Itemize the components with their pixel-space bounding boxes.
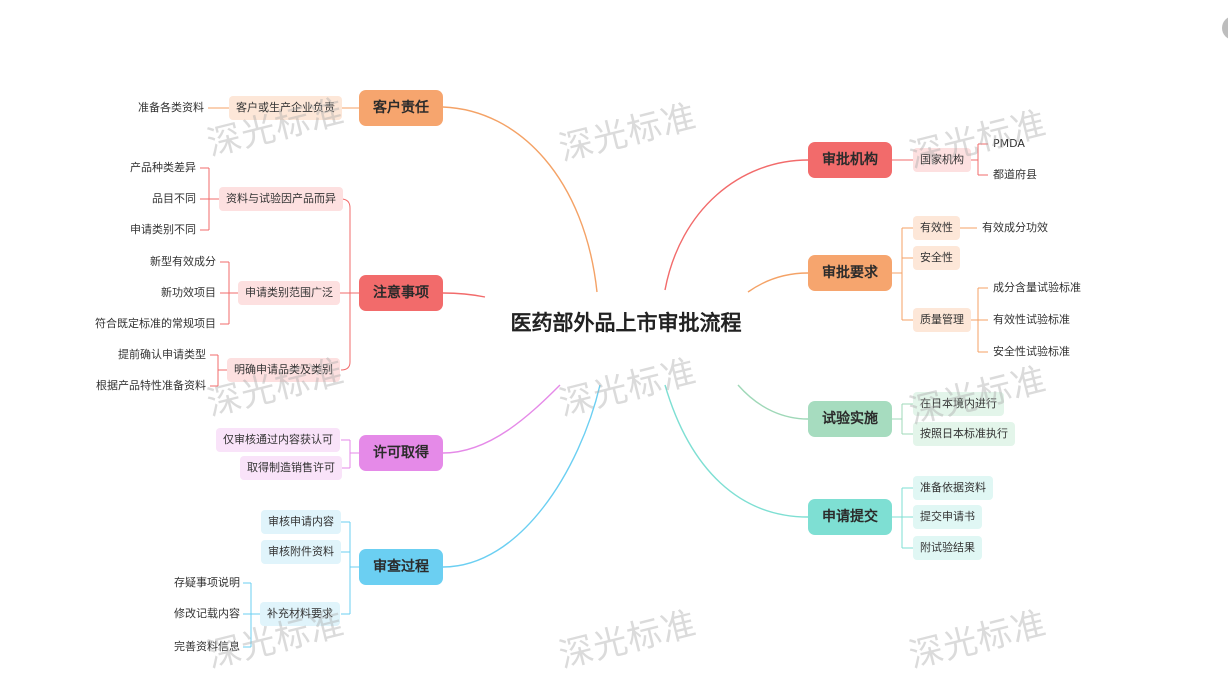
leaf-new-efficacy[interactable]: 新功效项目 xyxy=(161,286,216,299)
subnode-category-range[interactable]: 申请类别范围广泛 xyxy=(238,281,340,305)
subnode-japan-standard[interactable]: 按照日本标准执行 xyxy=(913,422,1015,446)
leaf-complete-info[interactable]: 完善资料信息 xyxy=(174,640,240,653)
node-submit-application[interactable]: 申请提交 xyxy=(808,499,892,535)
branch-notes xyxy=(442,292,486,298)
leaf-pmda[interactable]: PMDA xyxy=(993,137,1025,150)
leaf-prefecture[interactable]: 都道府县 xyxy=(993,168,1037,181)
subnode-obtain-license[interactable]: 取得制造销售许可 xyxy=(240,456,342,480)
leaf-new-ingredient[interactable]: 新型有效成分 xyxy=(150,255,216,268)
leaf-prepare-by-feature[interactable]: 根据产品特性准备资料 xyxy=(96,379,206,392)
subnode-submit-form[interactable]: 提交申请书 xyxy=(913,505,982,529)
leaf-prepare-materials[interactable]: 准备各类资料 xyxy=(138,101,204,114)
subnode-prepare-basis[interactable]: 准备依据资料 xyxy=(913,476,993,500)
leaf-standard-items[interactable]: 符合既定标准的常规项目 xyxy=(95,317,216,330)
subnode-materials-vary[interactable]: 资料与试验因产品而异 xyxy=(219,187,343,211)
leaf-explain-doubts[interactable]: 存疑事项说明 xyxy=(174,576,240,589)
subnode-supplement-request[interactable]: 补充材料要求 xyxy=(260,602,340,626)
branch-license xyxy=(442,384,561,454)
node-license[interactable]: 许可取得 xyxy=(359,435,443,471)
subnode-review-application[interactable]: 审核申请内容 xyxy=(261,510,341,534)
branch-org xyxy=(664,159,809,291)
subnode-clarify-category[interactable]: 明确申请品类及类别 xyxy=(227,358,340,382)
subnode-quality[interactable]: 质量管理 xyxy=(913,308,971,332)
subnode-approved-content[interactable]: 仅审核通过内容获认可 xyxy=(216,428,340,452)
subnode-review-attachments[interactable]: 审核附件资料 xyxy=(261,540,341,564)
node-notes[interactable]: 注意事项 xyxy=(359,275,443,311)
leaf-category-different[interactable]: 申请类别不同 xyxy=(130,223,196,236)
subnode-customer-producer[interactable]: 客户或生产企业负责 xyxy=(229,96,342,120)
node-customer-responsibility[interactable]: 客户责任 xyxy=(359,90,443,126)
branch-req xyxy=(747,272,809,293)
subnode-national-org[interactable]: 国家机构 xyxy=(913,148,971,172)
central-topic[interactable]: 医药部外品上市审批流程 xyxy=(510,311,742,335)
leaf-ingredient-efficacy[interactable]: 有效成分功效 xyxy=(982,221,1048,234)
subnode-efficacy[interactable]: 有效性 xyxy=(913,216,960,240)
subnode-attach-results[interactable]: 附试验结果 xyxy=(913,536,982,560)
subnode-safety[interactable]: 安全性 xyxy=(913,246,960,270)
leaf-safety-standard[interactable]: 安全性试验标准 xyxy=(993,345,1070,358)
leaf-item-different[interactable]: 品目不同 xyxy=(152,192,196,205)
subnode-in-japan[interactable]: 在日本境内进行 xyxy=(913,392,1004,416)
node-review-process[interactable]: 审查过程 xyxy=(359,549,443,585)
leaf-product-type[interactable]: 产品种类差异 xyxy=(130,161,196,174)
branch-customer xyxy=(442,106,598,293)
scroll-edge-indicator xyxy=(1222,16,1228,40)
branch-submit xyxy=(664,384,809,518)
leaf-efficacy-standard[interactable]: 有效性试验标准 xyxy=(993,313,1070,326)
leaf-content-standard[interactable]: 成分含量试验标准 xyxy=(993,281,1081,294)
branch-trial xyxy=(737,384,809,420)
node-trial-implementation[interactable]: 试验实施 xyxy=(808,401,892,437)
branch-review xyxy=(442,384,601,568)
leaf-confirm-type[interactable]: 提前确认申请类型 xyxy=(118,348,206,361)
node-approval-requirements[interactable]: 审批要求 xyxy=(808,255,892,291)
node-approval-org[interactable]: 审批机构 xyxy=(808,142,892,178)
leaf-modify-records[interactable]: 修改记载内容 xyxy=(174,607,240,620)
